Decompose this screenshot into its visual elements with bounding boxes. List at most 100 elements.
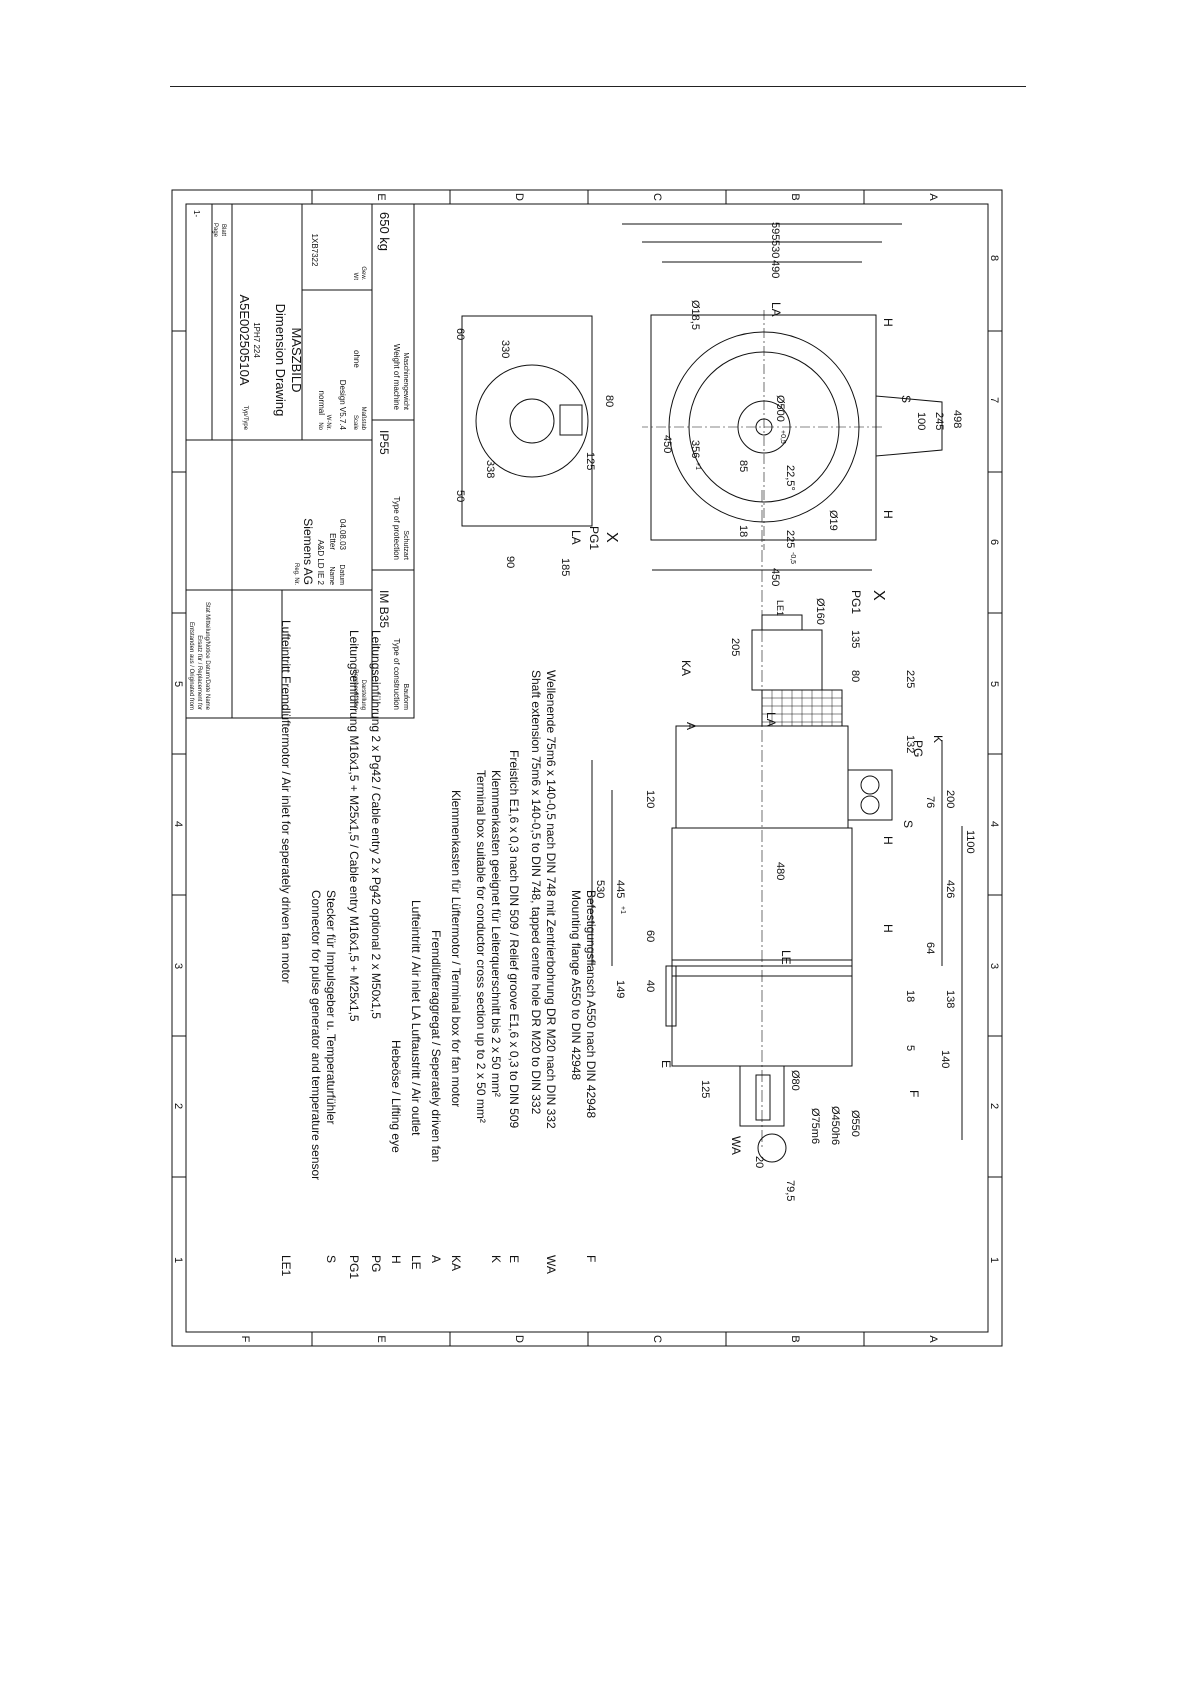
legend-key-A: A xyxy=(429,1255,443,1263)
gew-label-en: Wt xyxy=(352,273,358,281)
dim-445-tol: +1 xyxy=(619,906,626,914)
type-label: Typ/Type xyxy=(242,406,248,431)
title-block-text: Bauform Type of construction IM B35 Schu… xyxy=(188,210,409,711)
grid-number-top-3: 3 xyxy=(988,963,1000,969)
company-sub: Reg. Nr. xyxy=(293,563,299,585)
bauform-label-en: Type of construction xyxy=(392,638,401,710)
datum-label: Datum xyxy=(338,564,345,585)
dim-330: 330 xyxy=(499,340,511,358)
fan-motor-end xyxy=(761,614,803,631)
wnr-label: W-Nr. xyxy=(325,415,331,431)
grid-number-bottom-5: 5 xyxy=(172,681,184,687)
massstab-label-en: Scale xyxy=(352,415,358,431)
legend-line-H-1: Hebeöse / Lifting eye xyxy=(389,1040,403,1153)
legend-key-F: F xyxy=(584,1255,598,1262)
legend-key-PG1: PG1 xyxy=(347,1255,361,1279)
dim-90: 90 xyxy=(504,556,516,568)
grid-tick-marks xyxy=(172,190,1002,1346)
marker-E: E xyxy=(659,1060,673,1068)
massstab-label: Maßstab xyxy=(360,407,366,431)
legend-line-K-2: Terminal box suitable for conductor cros… xyxy=(474,770,488,1123)
marker-LA-end: LA xyxy=(769,302,783,317)
dim-dia-160: Ø160 xyxy=(814,598,826,625)
dim-60-x: 60 xyxy=(454,328,466,340)
dim-1100: 1100 xyxy=(964,830,976,854)
dim-40: 40 xyxy=(644,980,656,992)
end-view-terminal-box xyxy=(875,395,943,457)
terminal-box-gland-2 xyxy=(860,795,880,815)
legend-line-PG-1: Leitungseinführung 2 x Pg42 / Cable entr… xyxy=(369,630,383,1019)
marker-H-end-bottom: H xyxy=(881,510,895,519)
dim-120: 120 xyxy=(644,790,656,808)
name-label: Name xyxy=(328,566,335,585)
dim-338: 338 xyxy=(484,460,496,478)
drawing-title-de: MASZBILD xyxy=(289,327,304,392)
legend-key-WA: WA xyxy=(544,1255,558,1274)
legend-line-F-2: Mounting flange A550 to DIN 42948 xyxy=(569,890,583,1080)
dim-20: 20 xyxy=(753,1156,765,1168)
name-value: Etter xyxy=(328,533,337,550)
dim-85: 85 xyxy=(737,460,749,472)
dim-225: 225 xyxy=(904,670,916,688)
dim-140: 140 xyxy=(939,1050,951,1068)
dim-125: 125 xyxy=(699,1080,711,1098)
legend-line-S-2: Connector for pulse generator and temper… xyxy=(309,890,323,1180)
legend-line-K-1: Klemmenkasten geeignet für Leiterquersch… xyxy=(489,770,503,1097)
doc-reference: 1XB7322 xyxy=(310,234,319,267)
dim-426: 426 xyxy=(944,880,956,898)
legend-line-A-1: Fremdlüfteraggregat / Seperately driven … xyxy=(429,930,443,1162)
grid-number-top-7: 7 xyxy=(988,397,1000,403)
sheet-outer-frame xyxy=(171,189,1003,1347)
bauform-value: IM B35 xyxy=(377,590,391,628)
marker-S-end: S xyxy=(899,395,913,403)
grid-number-top-5: 5 xyxy=(988,681,1000,687)
dim-490: 490 xyxy=(769,260,781,278)
legend-key-K: K xyxy=(489,1255,503,1263)
view-x-hub xyxy=(509,398,555,444)
marker-H-body: H xyxy=(881,836,895,845)
gewicht-label: Maschinengewicht xyxy=(402,352,409,410)
marker-LA-view: LA xyxy=(569,530,583,545)
motor-foot xyxy=(665,965,677,1027)
dim-245: 245 xyxy=(933,412,945,430)
marker-X: X xyxy=(870,590,887,601)
grid-letter-right-F: F xyxy=(239,1336,251,1343)
grid-number-top-8: 8 xyxy=(988,255,1000,261)
blatt-label-en: Page xyxy=(212,223,218,238)
marker-S: S xyxy=(901,820,915,828)
marker-A: A xyxy=(684,722,698,730)
dim-50: 50 xyxy=(454,490,466,502)
grid-letter-right-E: E xyxy=(375,1335,387,1342)
dim-498: 498 xyxy=(951,410,963,428)
end-view-labels: 595 530 490 498 245 100 Ø18,5 Ø500 +0,5 … xyxy=(661,222,963,586)
legend-line-WA-2: Shaft extension 75m6 x 140-0,5 to DIN 74… xyxy=(529,670,543,1115)
legend-key-S: S xyxy=(324,1255,338,1263)
dim-60: 60 xyxy=(644,930,656,942)
marker-H-end-top: H xyxy=(881,318,895,327)
grid-number-top-6: 6 xyxy=(988,539,1000,545)
marker-PG: PG xyxy=(911,740,925,757)
dim-225-end: 225 xyxy=(784,530,796,548)
dim-530: 530 xyxy=(594,880,606,898)
grid-letter-right-D: D xyxy=(513,1335,525,1343)
shaft-section xyxy=(757,1133,787,1163)
view-x xyxy=(461,315,593,527)
page-header-rule xyxy=(170,86,1026,87)
legend-key-E: E xyxy=(507,1255,521,1263)
legend-line-PG1-1: Leitungseinführung M16x1,5 + M25x1,5 / C… xyxy=(347,630,361,1022)
dim-dia-450h6: Ø450h6 xyxy=(829,1106,841,1145)
legend-key-H: H xyxy=(389,1255,403,1264)
view-x-fan-circle xyxy=(475,364,589,478)
ersatz-label: Ersatz für / Replacement for xyxy=(196,635,202,710)
dim-450-bottom: 450 xyxy=(769,568,781,586)
marker-X-view: X xyxy=(603,532,620,543)
title-block xyxy=(185,203,415,719)
gewicht-value: 650 kg xyxy=(377,212,392,251)
view-x-labels: 330 60 80 338 50 125 185 90 X PG1 LA xyxy=(454,328,620,576)
marker-PG1-view: PG1 xyxy=(587,526,601,550)
end-view-square xyxy=(650,314,877,541)
blatt-value: 1- xyxy=(192,210,201,217)
grid-letter-right-A: A xyxy=(927,1335,939,1343)
marker-K: K xyxy=(931,735,945,743)
sheet-inner-frame xyxy=(185,203,989,1333)
